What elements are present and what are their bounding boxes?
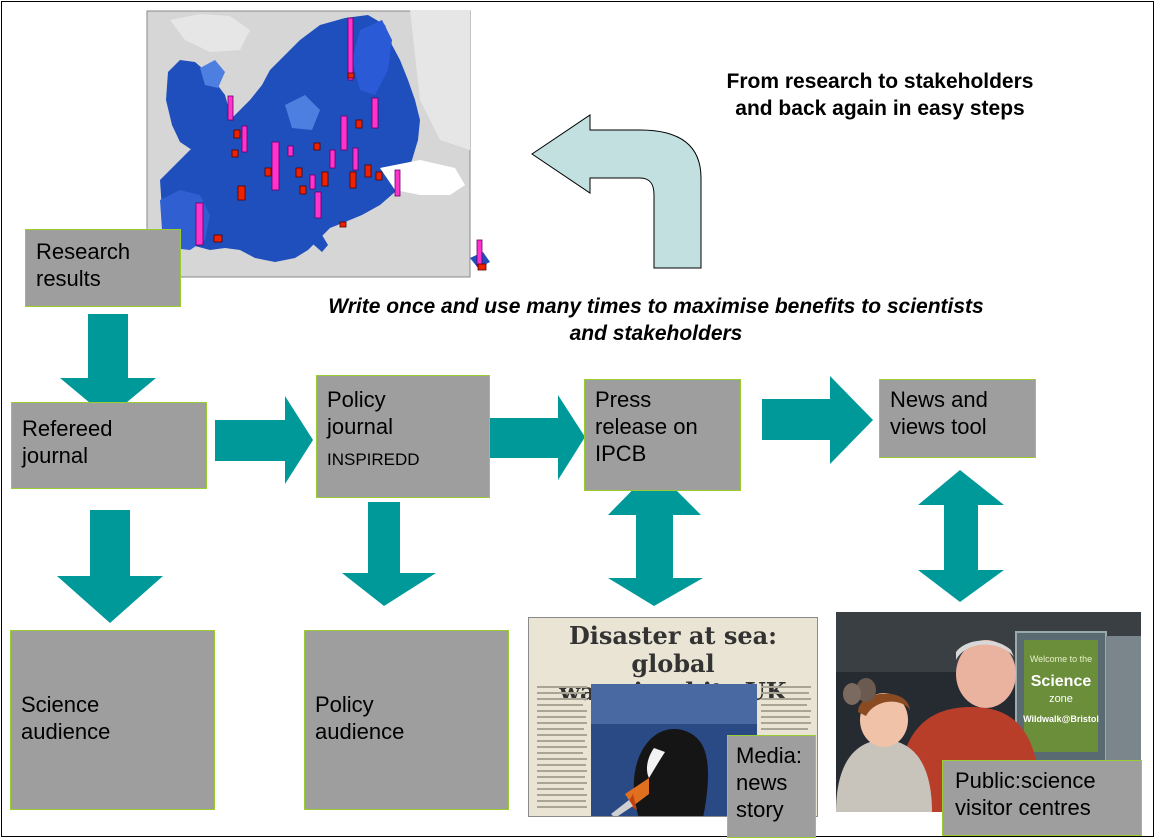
research-results-box: Research results [25, 229, 181, 307]
policy-audience-line-2: audience [315, 719, 405, 744]
media-news-story-box: Media: news story [727, 735, 816, 838]
header-line-1: From research to stakeholders [726, 70, 1034, 93]
media-line-2: news [736, 770, 788, 795]
sign-line-2: Science [1031, 673, 1092, 690]
public-line-1: Public:science [955, 768, 1096, 793]
policy-journal-line-3: INSPIREDD [327, 450, 420, 469]
policy-journal-line-1: Policy [327, 387, 386, 412]
newspaper-headline-line-1: Disaster at sea: global [568, 621, 778, 678]
sign-line-3: zone [1049, 693, 1073, 705]
press-line-1: Press [595, 387, 652, 412]
sign-line-1: Welcome to the [1030, 654, 1092, 664]
media-line-1: Media: [736, 743, 803, 768]
press-release-box: Press release on IPCB [584, 379, 741, 491]
policy-journal-line-2: journal [327, 414, 394, 439]
press-line-2: release on [595, 414, 698, 439]
arrow-press-media-double [608, 468, 703, 606]
research-line-2: results [36, 266, 101, 291]
refereed-line-1: Refereed [22, 416, 113, 441]
arrow-press-to-news [762, 376, 873, 464]
sign-line-4: Wildwalk@Bristol [1023, 714, 1099, 724]
science-audience-line-1: Science [21, 692, 100, 717]
tagline-line-2: and stakeholders [569, 322, 743, 345]
refereed-journal-box: Refereed journal [11, 402, 207, 489]
arrow-policy-to-press [490, 395, 585, 480]
policy-audience-box: Policy audience [304, 630, 509, 810]
curved-return-arrow [531, 114, 702, 269]
news-views-box: News and views tool [879, 379, 1036, 458]
media-line-3: story [736, 797, 784, 822]
arrow-policy-to-audience [342, 502, 436, 606]
arrow-refereed-to-science [57, 510, 163, 623]
tagline: Write once and use many times to maximis… [210, 293, 1102, 347]
tagline-line-1: Write once and use many times to maximis… [328, 295, 984, 318]
news-line-2: views tool [890, 414, 987, 439]
arrow-research-to-refereed [60, 314, 156, 418]
research-line-1: Research [36, 239, 131, 264]
arrow-refereed-to-policy [215, 396, 313, 484]
man-head [956, 640, 1016, 708]
policy-journal-box: Policy journal INSPIREDD [316, 375, 490, 498]
map-bars [195, 17, 487, 271]
newspaper-clipping: Disaster at sea: global warming hits UK … [528, 617, 818, 817]
science-audience-box: Science audience [10, 630, 215, 810]
header-line-2: and back again in easy steps [735, 97, 1025, 120]
girl-top [836, 740, 932, 812]
header-title: From research to stakeholders and back a… [660, 68, 1100, 122]
science-audience-line-2: audience [21, 719, 111, 744]
public-line-2: visitor centres [955, 795, 1091, 820]
policy-audience-line-1: Policy [315, 692, 374, 717]
refereed-line-2: journal [22, 443, 89, 468]
public-visitor-box: Public:science visitor centres [942, 760, 1142, 836]
arrow-news-public-double [918, 470, 1004, 602]
news-line-1: News and [890, 387, 988, 412]
press-line-3: IPCB [595, 441, 647, 466]
